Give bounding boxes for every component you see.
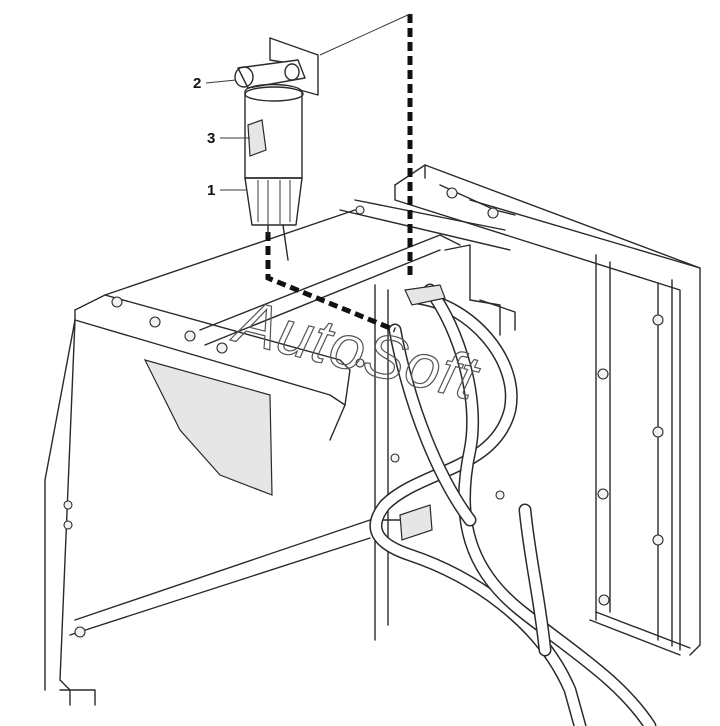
fuel-filter-assembly bbox=[234, 37, 319, 261]
callout-3: 3 bbox=[207, 130, 250, 147]
left-frame bbox=[44, 209, 516, 706]
assembly-guide-lines bbox=[265, 13, 413, 333]
fuel-hoses bbox=[369, 283, 657, 726]
gusset-plate bbox=[143, 359, 273, 496]
filter-head-port bbox=[234, 66, 254, 88]
bolts bbox=[63, 187, 664, 638]
cabinet-frame bbox=[339, 164, 701, 656]
filter-housing bbox=[244, 83, 303, 179]
callout-label-3: 3 bbox=[207, 130, 215, 147]
callout-1: 1 bbox=[207, 182, 246, 199]
callout-label-2: 2 bbox=[193, 75, 201, 92]
filter-bracket bbox=[269, 37, 319, 96]
mounting-bracket-block bbox=[399, 284, 446, 541]
side-fitting bbox=[247, 119, 267, 157]
callout-label-1: 1 bbox=[207, 182, 215, 199]
callout-2: 2 bbox=[193, 75, 237, 92]
filter-bowl bbox=[244, 177, 303, 226]
